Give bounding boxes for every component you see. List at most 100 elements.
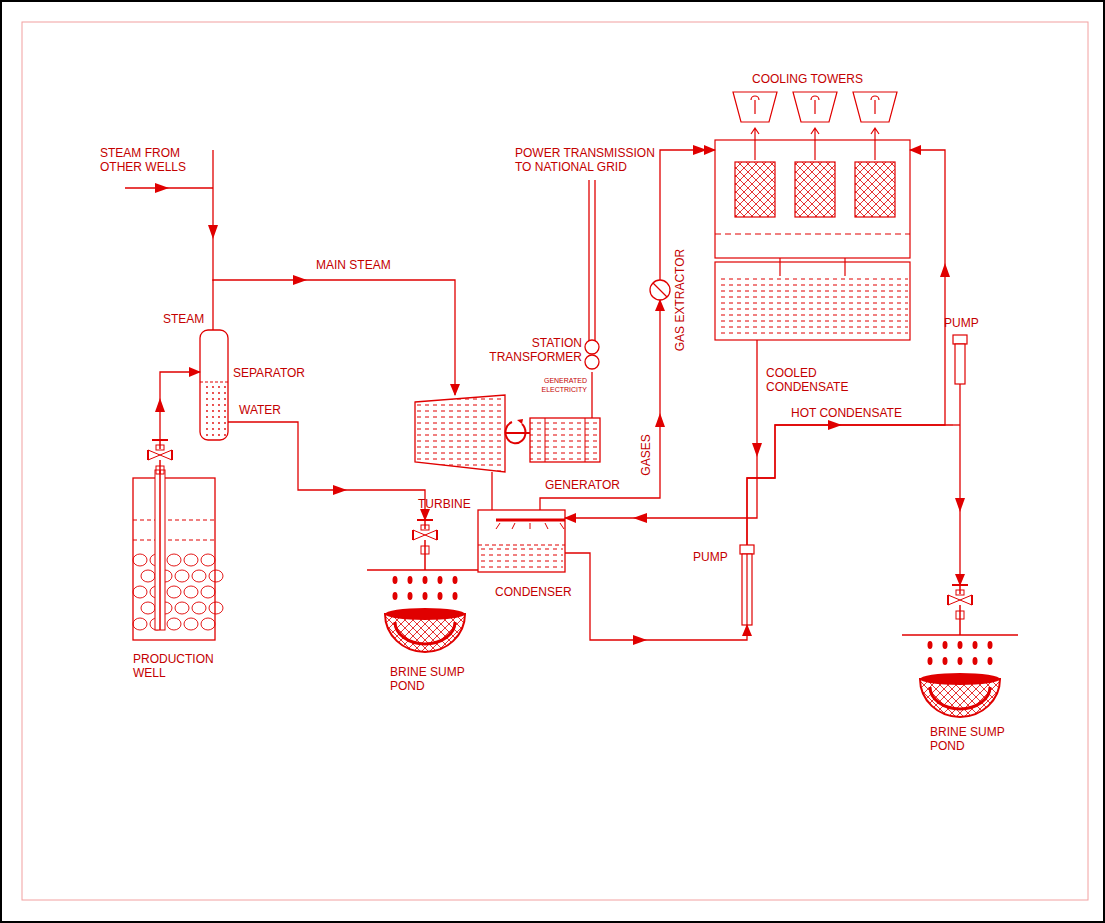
component-label: TURBINE <box>418 497 471 511</box>
drawing-stroke <box>505 422 525 443</box>
drawing-stroke <box>133 554 223 630</box>
note-label: STEAM FROM OTHER WELLS <box>100 146 195 174</box>
drawing-stroke <box>478 545 565 546</box>
drawing-stroke <box>585 418 586 462</box>
drawing-stroke <box>746 554 747 625</box>
pipe-connector <box>540 300 660 510</box>
drawing-stroke <box>717 276 908 338</box>
rock-stroke <box>167 586 181 598</box>
drawing-stroke <box>478 510 565 572</box>
drawing-stroke <box>496 523 564 529</box>
drawing-stroke <box>594 180 595 341</box>
flow-arrows <box>155 145 965 645</box>
drawing-stroke <box>208 225 218 239</box>
component-label: STATION TRANSFORMER <box>484 336 582 364</box>
component-area: PUMP <box>740 545 754 625</box>
component-area: BRINE SUMP POND <box>385 520 465 655</box>
drawing-stroke <box>715 140 910 258</box>
rock-stroke <box>201 554 215 566</box>
drawing-stroke <box>133 478 215 640</box>
rock-stroke <box>201 586 215 598</box>
drawing-stroke <box>953 335 967 344</box>
rock-stroke <box>175 602 189 614</box>
drawing-stroke <box>133 540 215 541</box>
inner-frame <box>22 22 1088 900</box>
note-label: STEAM <box>163 312 204 326</box>
component-area: TURBINE <box>415 395 505 472</box>
rock-stroke <box>133 554 147 566</box>
pipe-connector <box>228 422 425 520</box>
component-area: BRINE SUMP POND <box>920 585 1000 722</box>
drawing-stroke <box>202 382 226 437</box>
component-label: GENERATOR <box>545 478 620 492</box>
component-area: PUMP <box>953 335 967 440</box>
gas-extractor-symbol <box>650 280 670 300</box>
flow-label: GENERATED ELECTRICITY <box>538 376 588 394</box>
component-area: PRODUCTION WELL <box>133 440 215 640</box>
flow-label: HOT CONDENSATE <box>790 406 903 420</box>
drawing-stroke <box>733 92 897 122</box>
rock-stroke <box>192 602 206 614</box>
drawing-stroke <box>844 258 845 276</box>
drawing-stroke <box>415 395 505 472</box>
condenser-symbol <box>478 510 565 572</box>
drawing-stroke <box>715 233 910 234</box>
rock-stroke <box>209 570 223 582</box>
cooling-towers-symbol <box>715 92 910 340</box>
pipe-connector <box>591 372 592 418</box>
valve-symbol <box>413 520 437 554</box>
drawing-stroke <box>855 162 895 217</box>
pipe-connector <box>747 425 953 545</box>
drawing-stroke <box>959 384 960 440</box>
drawing-stroke <box>955 344 965 384</box>
production-well-symbol <box>133 440 223 640</box>
pipe-connector <box>491 472 492 510</box>
component-label: PRODUCTION WELL <box>133 652 228 680</box>
drawing-stroke <box>795 162 835 217</box>
drawing-stroke <box>740 545 754 554</box>
rock-stroke <box>201 618 215 630</box>
drawing-stroke <box>585 355 599 369</box>
flow-label: GASES <box>639 433 653 476</box>
flow-label: MAIN STEAM <box>315 258 392 272</box>
drawing-stroke <box>585 340 599 354</box>
pipe-connector <box>660 150 715 280</box>
drawing-stroke <box>779 258 780 276</box>
drawing-stroke <box>588 180 589 341</box>
rock-stroke <box>167 554 181 566</box>
drawing-stroke <box>148 440 172 474</box>
note-label: POWER TRANSMISSION TO NATIONAL GRID <box>515 146 665 174</box>
drawing-stroke <box>751 128 879 160</box>
component-area: GENERATOR <box>530 418 600 462</box>
pipe-connector <box>959 440 960 585</box>
component-label: PUMP <box>693 550 728 564</box>
valve-symbol <box>948 585 972 619</box>
flow-label: WATER <box>238 403 282 417</box>
rock-stroke <box>175 570 189 582</box>
drawing-stroke <box>751 96 879 114</box>
drawing-stroke <box>159 470 161 630</box>
drawing-stroke <box>155 470 165 630</box>
component-area: GAS EXTRACTOR <box>650 280 670 300</box>
rock-stroke <box>133 618 147 630</box>
pipe-connector <box>747 150 945 545</box>
component-label: CONDENSER <box>495 585 572 599</box>
rock-stroke <box>184 586 198 598</box>
drawing-stroke <box>212 150 213 281</box>
pipe-connector <box>160 372 200 440</box>
drawing-stroke <box>653 283 667 297</box>
rock-stroke <box>184 554 198 566</box>
rock-stroke <box>167 618 181 630</box>
drawing-stroke <box>200 330 228 440</box>
drawing-stroke <box>530 418 600 462</box>
pond-symbol <box>902 619 1018 717</box>
rock-stroke <box>133 586 147 598</box>
rock-stroke <box>141 602 155 614</box>
flow-label: COOLED CONDENSATE <box>765 366 862 394</box>
drawing-stroke <box>742 554 752 625</box>
